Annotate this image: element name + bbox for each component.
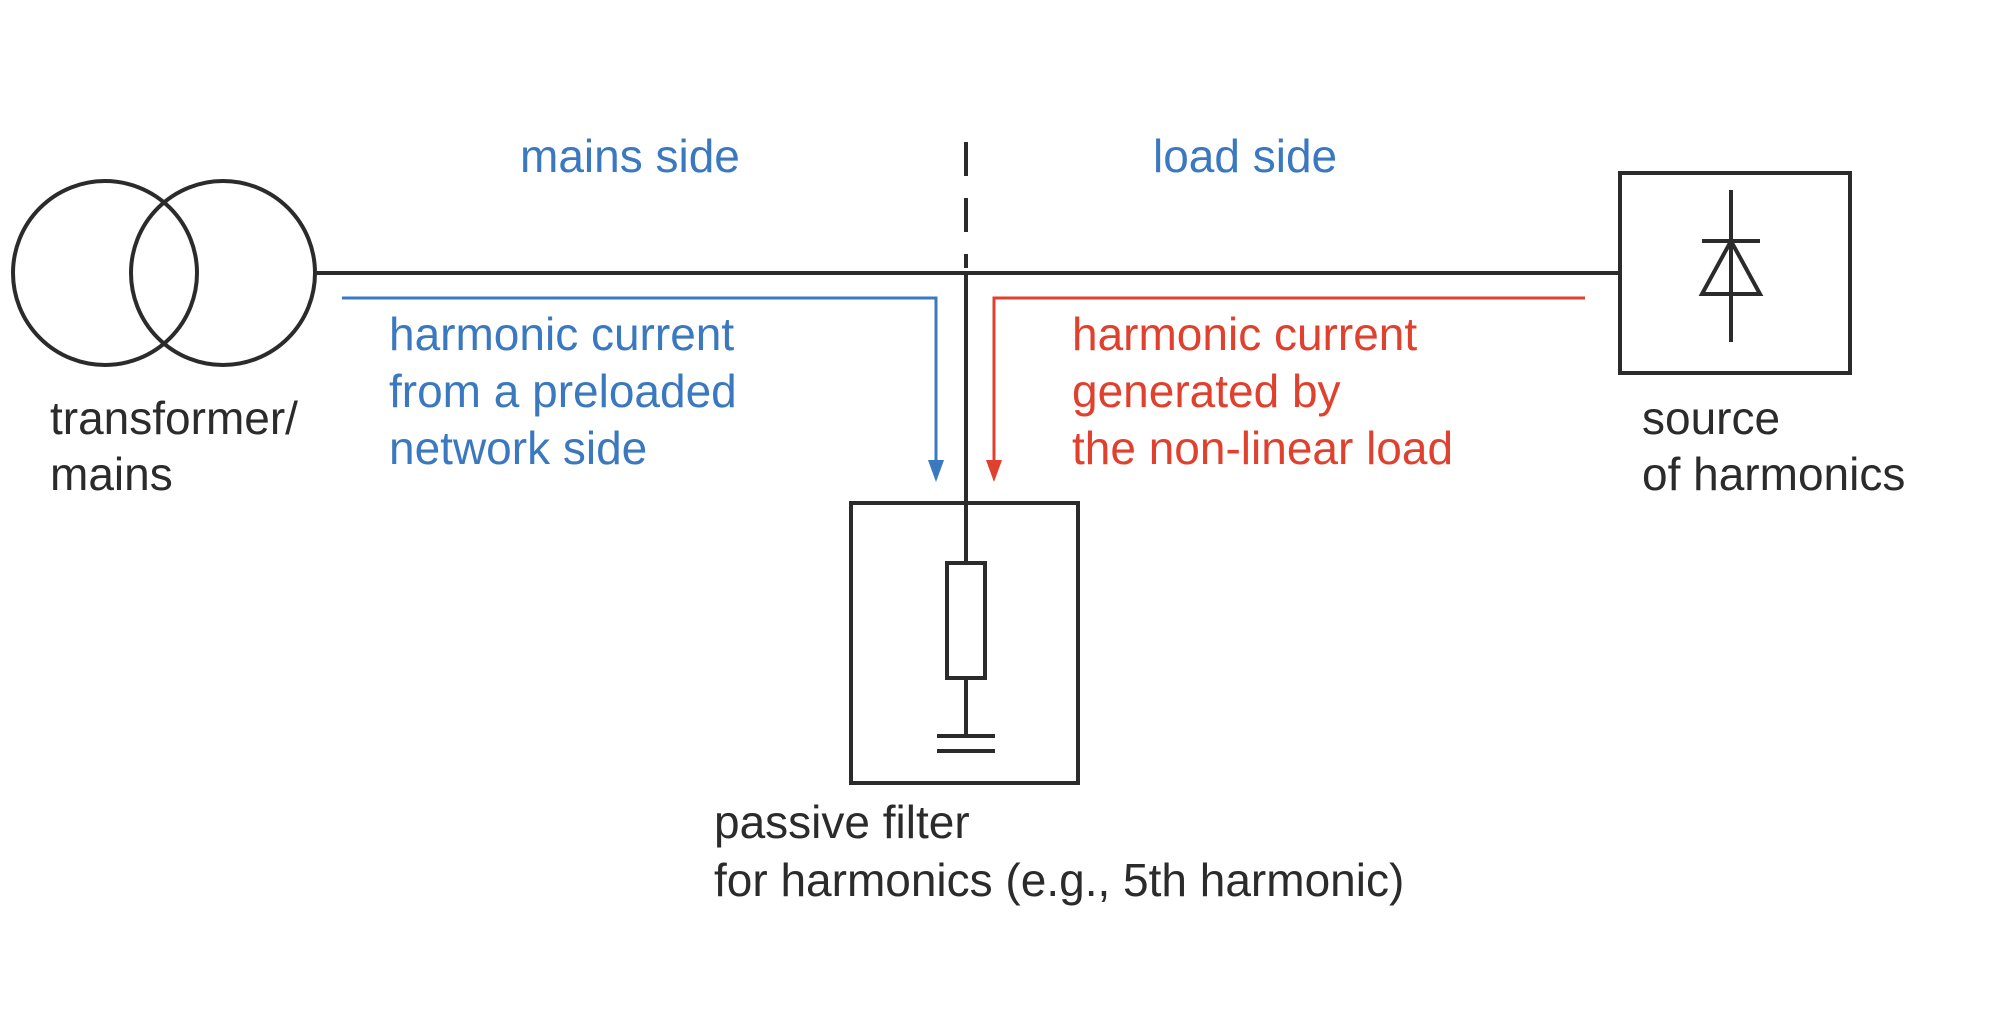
filter-impedance-icon [945,561,987,680]
load-side-label: load side [1153,130,1337,182]
harmonic-source-box [1618,171,1852,375]
load-harmonic-line-3: the non-linear load [1072,422,1453,474]
load-arrowhead-icon [986,460,1002,482]
diode-symbol-icon [1698,190,1764,342]
load-harmonic-current-label: harmonic current generated by the non-li… [1072,308,1453,474]
harmonic-source-label: source of harmonics [1642,392,1905,500]
transformer-secondary-winding [129,179,317,367]
transformer-primary-winding [11,179,199,367]
load-harmonic-current-arrow [992,296,1585,460]
transformer-label-line-2: mains [50,448,173,500]
mains-harmonic-line-1: harmonic current [389,308,734,360]
passive-filter-box [849,501,1080,785]
mains-harmonic-current-arrow [342,296,938,460]
mains-arrowhead-icon [928,460,944,482]
transformer-symbol-icon [11,179,317,367]
mains-harmonic-line-2: from a preloaded [389,365,737,417]
harmonic-source-line-1: source [1642,392,1780,444]
transformer-label-line-1: transformer/ [50,392,298,444]
transformer-label: transformer/ mains [50,392,311,500]
passive-filter-line-1: passive filter [714,796,970,848]
harmonic-source-line-2: of harmonics [1642,448,1905,500]
capacitor-ground-icon [937,734,995,753]
mains-harmonic-line-3: network side [389,422,647,474]
mains-harmonic-current-label: harmonic current from a preloaded networ… [389,308,750,474]
passive-filter-label: passive filter for harmonics (e.g., 5th … [714,796,1404,906]
passive-filter-line-2: for harmonics (e.g., 5th harmonic) [714,854,1404,906]
load-harmonic-line-1: harmonic current [1072,308,1417,360]
mains-side-label: mains side [520,130,740,182]
load-harmonic-line-2: generated by [1072,365,1341,417]
